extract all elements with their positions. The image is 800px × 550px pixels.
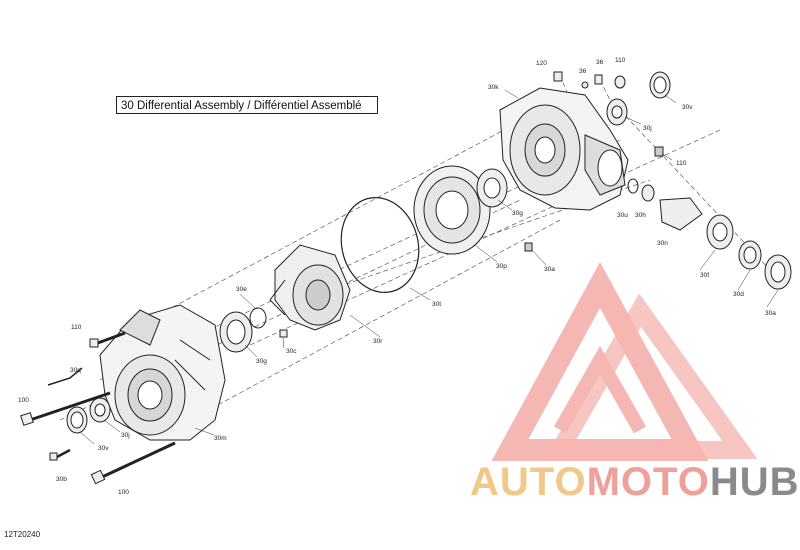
label-30p: 30p <box>496 263 507 270</box>
part-110-top <box>614 75 626 89</box>
label-30j-bottom: 30j <box>121 432 130 439</box>
drawing-id: 12T20240 <box>4 530 41 539</box>
tube-30q <box>47 367 83 386</box>
oring-30t <box>340 197 420 293</box>
bolt-100-lower <box>90 441 176 485</box>
bearing-30g-top <box>476 168 508 208</box>
label-100-upper: 100 <box>18 397 29 404</box>
label-110-left: 110 <box>71 324 82 331</box>
label-30f: 30f <box>700 272 709 279</box>
watermark-moto: MOTO <box>586 460 710 504</box>
ringgear-30p <box>413 165 491 255</box>
label-110-top: 110 <box>615 57 626 64</box>
label-100-lower: 100 <box>118 489 129 496</box>
part-36-a <box>581 81 589 89</box>
plug-30a-mid <box>524 242 533 252</box>
label-30v-bottom: 30v <box>98 445 109 452</box>
watermark-auto: AUTO <box>470 460 587 504</box>
label-120: 120 <box>536 60 547 67</box>
bearing-30f <box>706 214 734 250</box>
label-30c: 30c <box>286 348 297 355</box>
label-30k: 30k <box>488 84 499 91</box>
label-30a-right: 30a <box>765 310 776 317</box>
label-110-right: 110 <box>676 160 687 167</box>
watermark-logo <box>491 262 758 461</box>
differential-30r <box>269 244 351 331</box>
diagram-title: 30 Differential Assembly / Différentiel … <box>116 96 378 114</box>
leader-lines <box>79 89 779 445</box>
label-30m: 30m <box>214 435 227 442</box>
pinion-30n <box>659 197 703 231</box>
label-30d: 30d <box>733 291 744 298</box>
label-30h: 30h <box>635 212 646 219</box>
label-30r: 30r <box>373 338 383 345</box>
label-30n: 30n <box>657 240 668 247</box>
label-30u: 30u <box>617 212 628 219</box>
label-30t: 30t <box>432 301 441 308</box>
bearing-30h <box>641 184 655 202</box>
label-30g-bottom: 30g <box>256 358 267 365</box>
plug-110-right <box>654 146 664 157</box>
bearing-30g-lower <box>219 311 253 353</box>
bolt-30b <box>49 448 71 461</box>
part-labels: 120 36 36 110 30k 30v 30j 110 30g 30u 30… <box>18 57 776 496</box>
bolt-100-upper <box>20 391 111 426</box>
label-30b: 30b <box>56 476 67 483</box>
label-30j-top: 30j <box>643 125 652 132</box>
watermark-text: AUTOMOTOHUB <box>470 458 800 506</box>
bearing-30j-top <box>606 98 628 126</box>
seal-30v-lower <box>66 406 88 434</box>
watermark-hub: HUB <box>709 460 800 504</box>
nut-30d <box>738 240 762 270</box>
label-36-b: 36 <box>596 59 604 66</box>
seal-30a-right <box>764 254 792 290</box>
label-30v-top: 30v <box>682 104 693 111</box>
ring-30u <box>627 178 639 194</box>
label-36-a: 36 <box>579 68 587 75</box>
label-30q: 30q <box>70 367 81 374</box>
bolt-110-left <box>89 331 126 348</box>
label-30g-top: 30g <box>512 210 523 217</box>
label-30a-mid: 30a <box>544 266 555 273</box>
part-120-top <box>553 71 563 82</box>
washer-30e <box>249 307 267 329</box>
label-30e: 30e <box>236 286 247 293</box>
seal-30v-top <box>649 71 671 99</box>
housing-30m <box>99 304 226 441</box>
bearing-30j-lower <box>89 397 111 423</box>
housing-30k <box>499 87 629 211</box>
part-36-b <box>594 74 603 85</box>
plug-30c <box>279 329 288 338</box>
